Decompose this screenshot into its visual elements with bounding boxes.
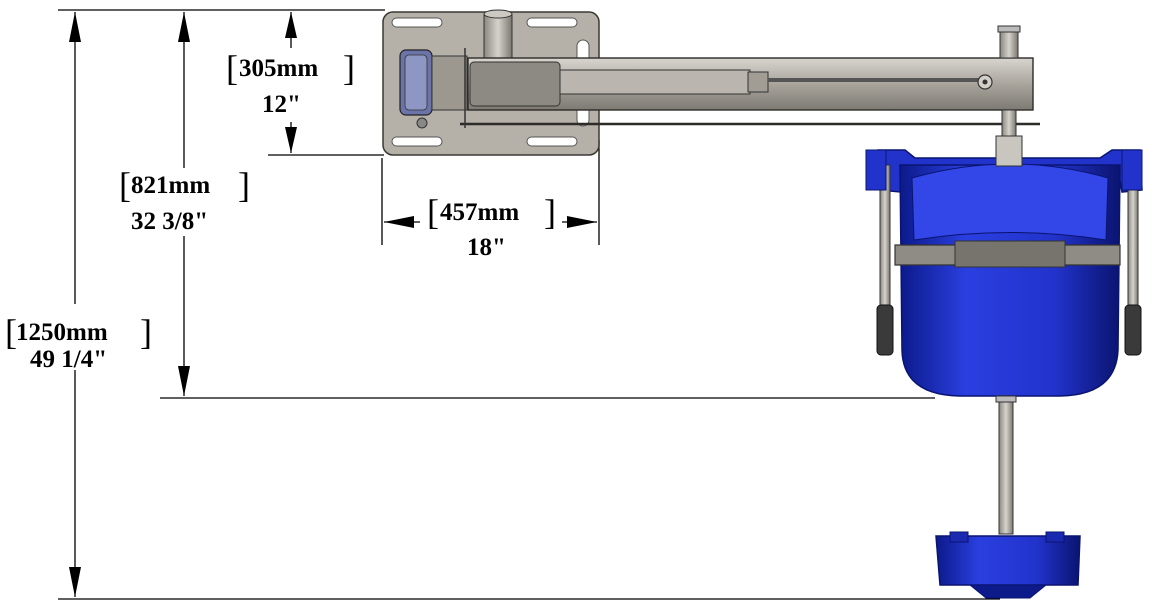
svg-text:]: ] bbox=[343, 48, 355, 88]
dimension-arrowheads bbox=[69, 12, 597, 597]
svg-text:[: [ bbox=[119, 165, 131, 205]
footrest bbox=[935, 531, 1081, 599]
dim-plate-width-imperial: 18" bbox=[467, 234, 506, 261]
motor-cylinder bbox=[483, 9, 513, 65]
dim-plate-width: [ ] 457mm 18" bbox=[427, 192, 556, 261]
svg-text:[: [ bbox=[427, 192, 439, 232]
seat-bowl bbox=[877, 135, 1143, 397]
plate-slot bbox=[391, 136, 443, 147]
svg-text:[: [ bbox=[5, 312, 17, 352]
dim-plate-height: [ ] 305mm 12" bbox=[226, 48, 355, 118]
dim-plate-width-metric: 457mm bbox=[440, 199, 519, 226]
plate-slot bbox=[526, 136, 578, 147]
dim-overall-metric: 1250mm bbox=[16, 319, 108, 346]
dim-overall-height: [ ] 1250mm 49 1/4" bbox=[5, 312, 152, 373]
control-box bbox=[399, 49, 468, 129]
svg-text:]: ] bbox=[140, 312, 152, 352]
dim-bowl-metric: 821mm bbox=[131, 172, 210, 199]
right-handle bbox=[1121, 149, 1143, 356]
dim-overall-imperial: 49 1/4" bbox=[30, 346, 107, 373]
dim-plate-height-metric: 305mm bbox=[239, 55, 318, 82]
svg-text:]: ] bbox=[544, 192, 556, 232]
dim-bowl-height: [ ] 821mm 32 3/8" bbox=[119, 165, 250, 235]
lift-arm bbox=[460, 48, 1040, 128]
footrest-stem bbox=[995, 395, 1017, 535]
left-handle bbox=[865, 149, 894, 356]
svg-text:]: ] bbox=[238, 165, 250, 205]
svg-text:[: [ bbox=[226, 48, 238, 88]
dim-plate-height-imperial: 12" bbox=[262, 91, 301, 118]
plate-slot bbox=[391, 17, 443, 28]
plate-slot bbox=[526, 17, 578, 28]
dim-bowl-imperial: 32 3/8" bbox=[131, 208, 208, 235]
